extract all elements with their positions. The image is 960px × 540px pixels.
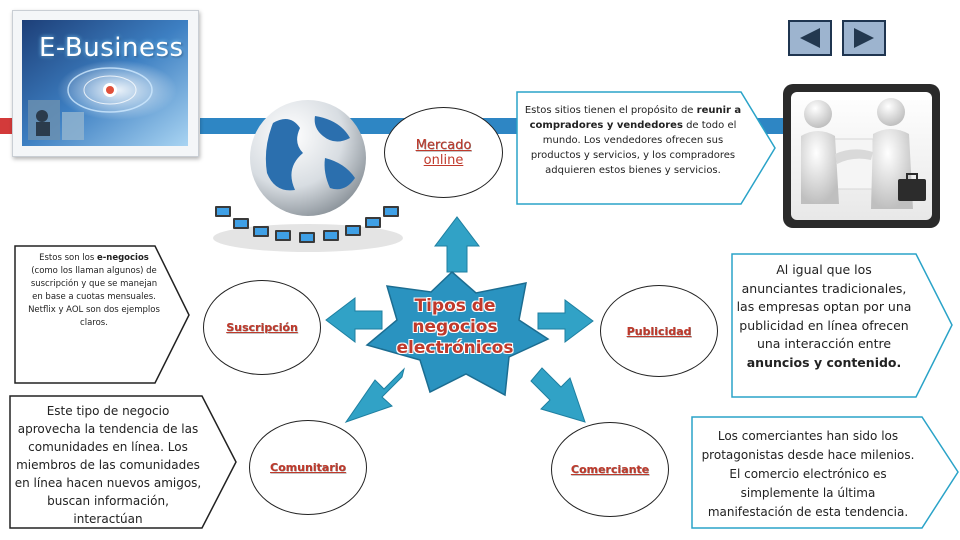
callout-suscripcion-p2: (como los llaman algunos) de suscripción… — [28, 266, 160, 328]
handshake-illustration — [791, 92, 932, 220]
callout-mercado-shape — [516, 91, 776, 205]
prev-slide-button[interactable] — [788, 20, 832, 56]
globe-image — [205, 98, 410, 256]
next-slide-button[interactable] — [842, 20, 886, 56]
node-mercado-online[interactable]: Mercado online — [384, 107, 503, 198]
arrow-down-left — [344, 367, 405, 423]
arrow-left — [325, 296, 383, 344]
node-comunitario-label: Comunitario — [270, 461, 346, 474]
node-comerciante-label: Comerciante — [570, 463, 650, 476]
e-business-title: E-Business — [39, 33, 184, 63]
center-title: Tipos de negocios electrónicos — [380, 296, 530, 359]
callout-comunitario-shape — [9, 395, 237, 529]
center-title-line2: negocios — [412, 317, 498, 337]
callout-mercado-p2: de todo el mundo. Los vendedores ofrecen… — [530, 120, 737, 176]
node-suscripcion-label: Suscripción — [226, 321, 298, 334]
node-publicidad-label: Publicidad — [626, 324, 692, 338]
callout-comunitario-text: Este tipo de negocio aprovecha la tenden… — [14, 404, 202, 526]
globe-network-illustration — [213, 100, 403, 252]
callout-suscripcion-text: Estos son los e-negocios (como los llama… — [26, 252, 162, 330]
callout-suscripcion-bold: e-negocios — [96, 253, 149, 263]
callout-suscripcion-p1: Estos son los — [39, 253, 97, 263]
node-mercado-line2: online — [423, 152, 464, 168]
callout-publicidad-p1: Al igual que los anunciantes tradicional… — [736, 262, 912, 351]
node-publicidad[interactable]: Publicidad — [600, 285, 718, 377]
callout-comerciante-shape — [691, 416, 959, 529]
arrow-up — [433, 216, 481, 273]
arrow-down-right — [530, 367, 586, 423]
node-comunitario[interactable]: Comunitario — [249, 420, 367, 515]
callout-publicidad-shape — [731, 253, 953, 398]
triangle-right-icon — [854, 28, 874, 48]
callout-publicidad-bold: anuncios y contenido. — [746, 354, 902, 370]
e-business-graphic — [22, 20, 188, 146]
handshake-image — [783, 84, 940, 228]
callout-publicidad-text: Al igual que los anunciantes tradicional… — [736, 261, 912, 372]
node-comerciante[interactable]: Comerciante — [551, 422, 669, 517]
header-stripe-red — [0, 118, 14, 134]
node-mercado-line1: Mercado — [415, 137, 472, 153]
callout-comerciante-text: Los comerciantes han sido los protagonis… — [701, 429, 915, 519]
center-star — [365, 270, 550, 397]
center-title-line1: Tipos de — [414, 296, 496, 316]
callout-mercado-text: Estos sitios tienen el propósito de reun… — [522, 103, 744, 178]
callout-mercado-bold: reunir a compradores y vendedores — [529, 105, 742, 131]
e-business-illustration — [22, 20, 188, 146]
triangle-left-icon — [800, 28, 820, 48]
e-business-image: E-Business — [12, 10, 199, 157]
callout-mercado-p1: Estos sitios tienen el propósito de — [524, 105, 697, 116]
center-title-line3: electrónicos — [396, 338, 514, 358]
arrow-right — [537, 299, 594, 343]
callout-suscripcion-shape — [14, 245, 190, 384]
node-suscripcion[interactable]: Suscripción — [203, 280, 321, 375]
